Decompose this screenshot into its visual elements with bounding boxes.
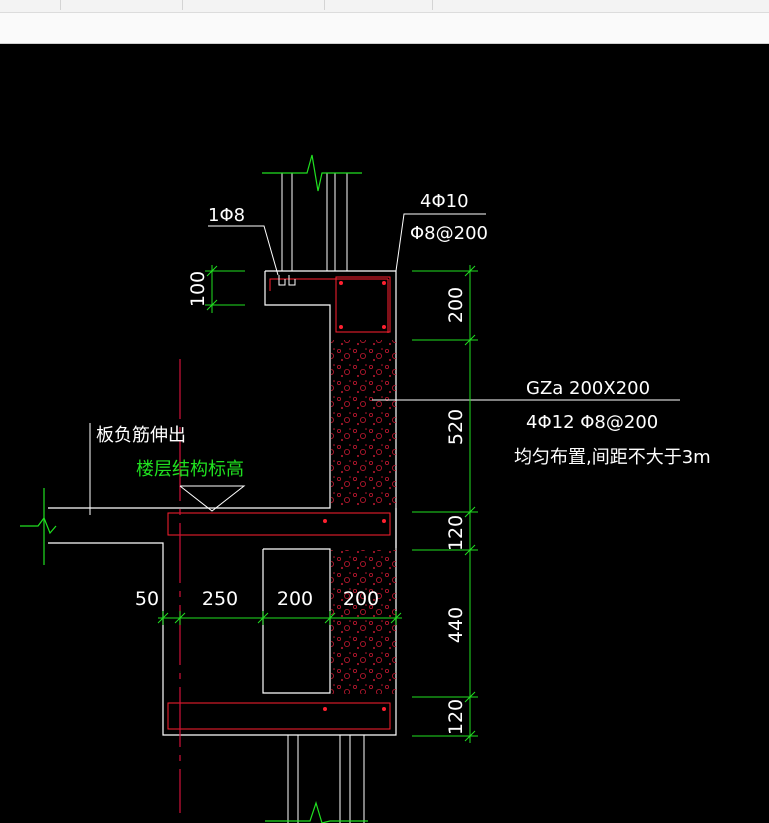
slab-break-line bbox=[20, 488, 57, 565]
dim-chain-right bbox=[412, 265, 478, 743]
tab-4[interactable] bbox=[326, 0, 433, 10]
hook-bar bbox=[278, 275, 296, 286]
section-outline bbox=[48, 270, 397, 736]
dim-chain-horizontal bbox=[157, 611, 402, 625]
dim-right-120-top: 120 bbox=[445, 515, 467, 551]
upper-wall bbox=[281, 173, 348, 271]
label-column-note: 均匀布置,间距不大于3m bbox=[514, 447, 711, 468]
dim-h-50: 50 bbox=[135, 588, 159, 610]
dim-left-100 bbox=[205, 265, 245, 313]
label-column-rebar: 4Φ12 Φ8@200 bbox=[526, 412, 658, 433]
upper-break-line bbox=[262, 154, 362, 192]
label-beam-main: 4Φ10 bbox=[420, 191, 469, 212]
toolbar-ribbon bbox=[0, 13, 769, 44]
dim-h-250: 250 bbox=[202, 588, 238, 610]
dim-h-200-b: 200 bbox=[343, 588, 379, 610]
label-column-name: GZa 200X200 bbox=[526, 378, 650, 399]
tab-1[interactable] bbox=[0, 0, 61, 10]
dim-right-440: 440 bbox=[445, 607, 467, 643]
dim-right-120-bottom: 120 bbox=[445, 699, 467, 735]
dim-right-520: 520 bbox=[445, 409, 467, 445]
floor-level-marker bbox=[89, 423, 246, 515]
label-slab-negative: 板负筋伸出 bbox=[96, 425, 186, 446]
dim-right-200: 200 bbox=[445, 287, 467, 323]
tab-3[interactable] bbox=[184, 0, 325, 10]
label-top-bar-bend: 1Φ8 bbox=[208, 205, 245, 226]
lower-break-line bbox=[265, 801, 368, 823]
rebar-lines bbox=[167, 276, 391, 730]
lower-wall bbox=[287, 735, 365, 823]
label-beam-stirrup: Φ8@200 bbox=[410, 223, 488, 244]
cad-drawing-canvas[interactable]: 200 520 120 440 120 100 50 250 200 200 1… bbox=[0, 43, 769, 823]
tab-2[interactable] bbox=[62, 0, 183, 10]
column-fill-upper bbox=[331, 340, 396, 507]
dim-left-100-text: 100 bbox=[187, 271, 209, 307]
leader-lines bbox=[208, 213, 680, 401]
window-tab-strip bbox=[0, 0, 769, 13]
label-floor-level: 楼层结构标高 bbox=[136, 459, 244, 480]
column-fill-lower bbox=[331, 550, 396, 694]
dim-h-200-a: 200 bbox=[277, 588, 313, 610]
rebar-dots bbox=[323, 281, 386, 711]
